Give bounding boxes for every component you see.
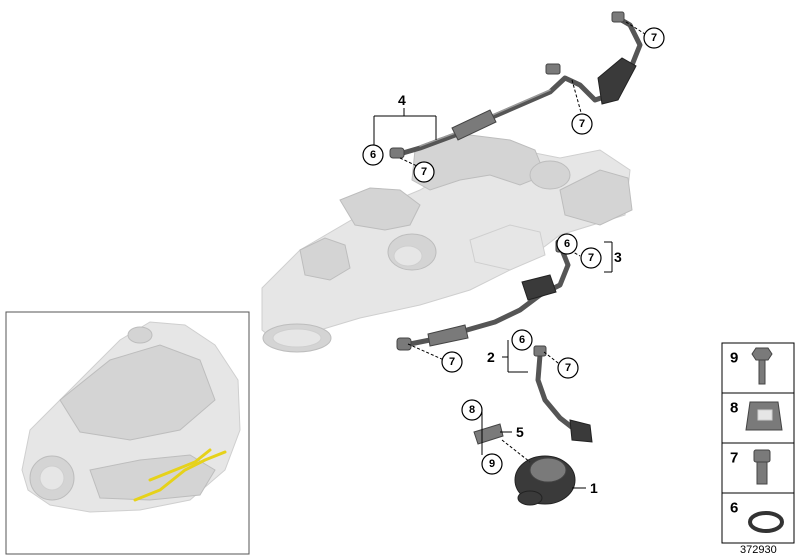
callout: 6 xyxy=(511,329,533,351)
callout: 6 xyxy=(362,144,384,166)
highlighted-hoses xyxy=(133,450,227,502)
label-part-4: 4 xyxy=(398,92,406,108)
svg-text:8: 8 xyxy=(469,404,475,416)
diagram-id: 372930 xyxy=(740,544,777,556)
exhaust-manifold-ghost xyxy=(261,134,633,353)
callout: 9 xyxy=(481,453,503,475)
hollow-bolt-icon xyxy=(753,449,771,485)
svg-text:7: 7 xyxy=(651,32,657,44)
electric-coolant-pump-1[interactable] xyxy=(514,455,576,506)
svg-text:6: 6 xyxy=(370,149,376,161)
svg-text:7: 7 xyxy=(421,166,427,178)
legend-num-7: 7 xyxy=(730,450,738,467)
callout: 8 xyxy=(461,399,483,421)
label-part-3: 3 xyxy=(614,249,622,265)
callout: 7 xyxy=(643,27,665,49)
callout: 7 xyxy=(580,247,602,269)
svg-text:6: 6 xyxy=(519,334,525,346)
legend-num-6: 6 xyxy=(730,500,738,517)
legend-num-8: 8 xyxy=(730,400,738,417)
legend-num-9: 9 xyxy=(730,350,738,367)
small-parts-legend: 9 8 7 6 xyxy=(721,342,795,544)
svg-text:7: 7 xyxy=(579,118,585,130)
clip-nut-icon xyxy=(745,401,783,431)
callout: 7 xyxy=(557,357,579,379)
label-part-1: 1 xyxy=(590,480,598,496)
label-part-2: 2 xyxy=(487,349,495,365)
hose-assembly-2[interactable] xyxy=(533,345,593,443)
seal-ring-icon xyxy=(748,511,784,533)
engine-overview-inset xyxy=(5,311,250,555)
label-part-5: 5 xyxy=(516,424,524,440)
callout: 7 xyxy=(571,113,593,135)
bracket-5[interactable] xyxy=(473,423,504,445)
svg-text:9: 9 xyxy=(489,458,495,470)
callout: 7 xyxy=(413,161,435,183)
svg-text:7: 7 xyxy=(449,356,455,368)
callout: 6 xyxy=(556,233,578,255)
callout: 7 xyxy=(441,351,463,373)
bolt-icon xyxy=(751,347,773,385)
svg-text:6: 6 xyxy=(564,238,570,250)
hose-assembly-4[interactable] xyxy=(389,11,643,159)
svg-text:7: 7 xyxy=(565,362,571,374)
svg-text:7: 7 xyxy=(588,252,594,264)
